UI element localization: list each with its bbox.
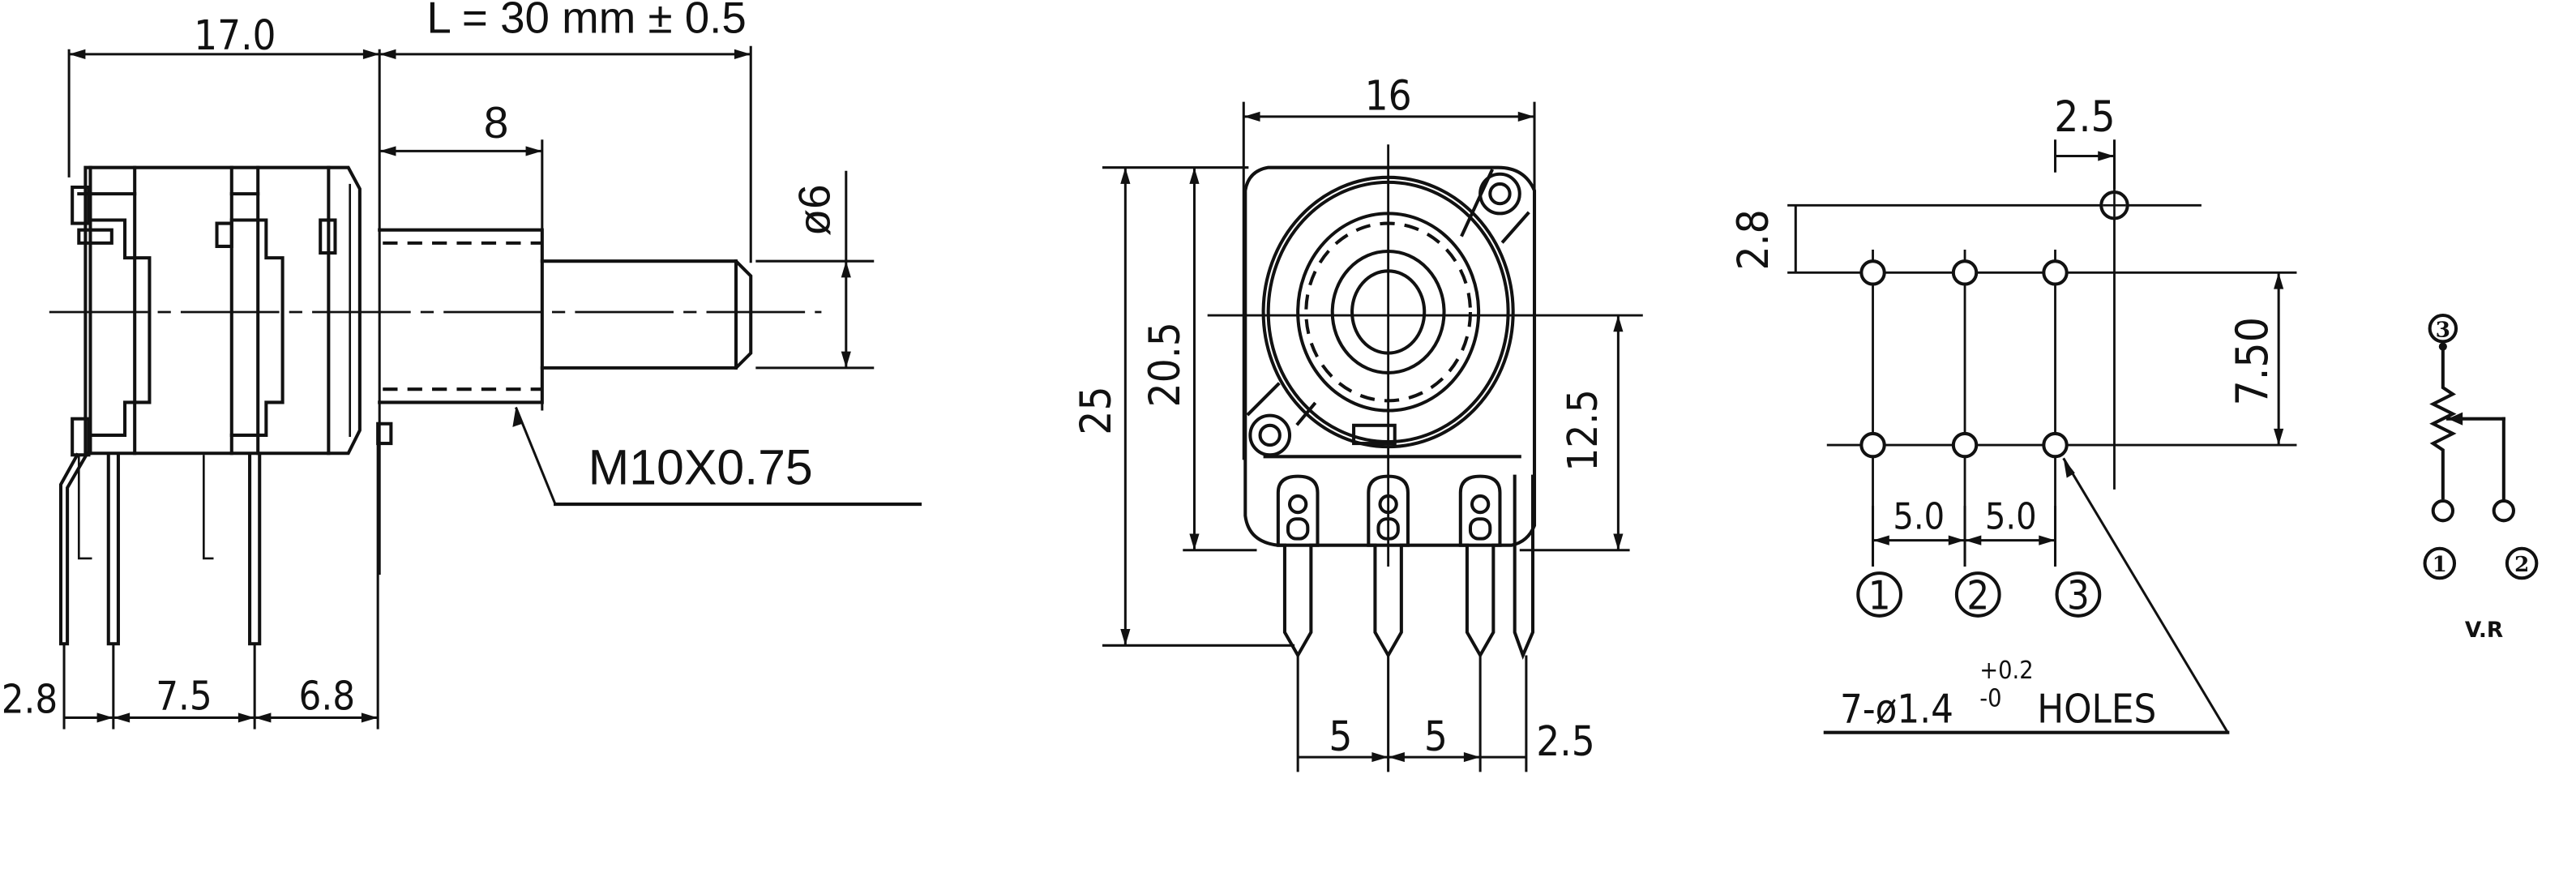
dimension-mount-offset-y: 2.8 xyxy=(1729,205,1797,273)
side-view: 17.0 L = 30 mm ± 0.5 8 xyxy=(2,0,922,729)
pcb-pin-label-1: 1 xyxy=(1868,574,1891,619)
pin-offset-label-2: 7.5 xyxy=(156,674,212,719)
front-body xyxy=(1207,144,1643,567)
shaft-length-label: L = 30 mm ± 0.5 xyxy=(426,0,746,43)
bushing xyxy=(378,228,544,404)
dimension-mount-offset-x: 2.5 xyxy=(2053,92,2116,190)
wiper-arrow-icon xyxy=(2447,412,2463,426)
width-label: 16 xyxy=(1365,72,1412,120)
hole-note-main: 7-ø1.4 xyxy=(1840,687,1953,733)
dimension-heights: 25 20.5 12.5 xyxy=(1072,166,1630,647)
schematic-terminal-3: 3 xyxy=(2436,317,2450,342)
axis-height-label: 12.5 xyxy=(1559,389,1607,471)
pin-pitch-label-3: 2.5 xyxy=(1536,717,1594,765)
pin-pitch-label-1: 5 xyxy=(1329,712,1352,760)
housing xyxy=(71,165,393,457)
schematic-terminal-2: 2 xyxy=(2514,552,2529,577)
pin-pitch-label-2: 5 xyxy=(1424,712,1448,760)
schematic-label: V.R xyxy=(2465,618,2503,643)
schematic-terminal-1: 1 xyxy=(2433,552,2447,577)
resistor-icon xyxy=(2429,344,2457,499)
pcb-pin-label-3: 3 xyxy=(2067,574,2090,619)
pin-offset-label-3: 6.8 xyxy=(299,674,356,719)
front-pin-2 xyxy=(1367,474,1410,659)
shaft-diameter-label: ø6 xyxy=(789,184,840,236)
dimension-body-length: 17.0 xyxy=(67,11,381,575)
dimension-bushing-length: 8 xyxy=(379,97,544,411)
pcb-layout: 2.5 2.8 7.50 5.0 5.0 xyxy=(1729,92,2297,734)
body-height-label: 20.5 xyxy=(1140,322,1190,407)
mount-offset-y-label: 2.8 xyxy=(1729,209,1778,270)
side-pins xyxy=(58,452,262,646)
hole-note: 7-ø1.4 +0.2 -0 HOLES xyxy=(1823,457,2230,734)
pin-offset-label-1: 2.8 xyxy=(2,677,58,722)
mount-offset-x-label: 2.5 xyxy=(2054,92,2115,142)
shaft: ø6 xyxy=(540,170,875,370)
pcb-pin-label-2: 2 xyxy=(1966,574,1989,619)
overall-height-label: 25 xyxy=(1072,386,1121,434)
hole-pitch-label-1: 5.0 xyxy=(1893,495,1945,537)
schematic-symbol: 3 1 2 V.R xyxy=(2423,314,2539,643)
pcb-holes xyxy=(1859,190,2129,459)
thread-spec-label: M10X0.75 xyxy=(588,440,813,495)
body-length-label: 17.0 xyxy=(194,11,276,59)
front-pin-3 xyxy=(1458,474,1502,659)
row-spacing-label: 7.50 xyxy=(2226,317,2278,406)
front-pin-1 xyxy=(1276,474,1320,659)
hole-note-tolerance-plus: +0.2 xyxy=(1979,657,2033,685)
hole-note-tolerance-minus: -0 xyxy=(1979,684,2001,712)
hole-note-suffix: HOLES xyxy=(2037,687,2156,733)
dimension-hole-pitch: 5.0 5.0 xyxy=(1872,495,2057,567)
hole-pitch-label-2: 5.0 xyxy=(1985,495,2037,537)
front-pins xyxy=(1276,474,1535,661)
front-view: 16 25 20.5 12.5 xyxy=(1072,72,1643,772)
pcb-pin-labels: 1 2 3 xyxy=(1856,571,2102,619)
dimension-pin-offsets: 2.8 7.5 6.8 xyxy=(2,443,379,729)
dimension-shaft-length: L = 30 mm ± 0.5 xyxy=(379,0,752,263)
thread-leader: M10X0.75 xyxy=(512,406,922,507)
dimension-row-spacing: 7.50 xyxy=(2226,272,2284,446)
dimension-pin-pitch: 5 5 2.5 xyxy=(1296,655,1595,772)
bushing-length-label: 8 xyxy=(484,97,508,148)
